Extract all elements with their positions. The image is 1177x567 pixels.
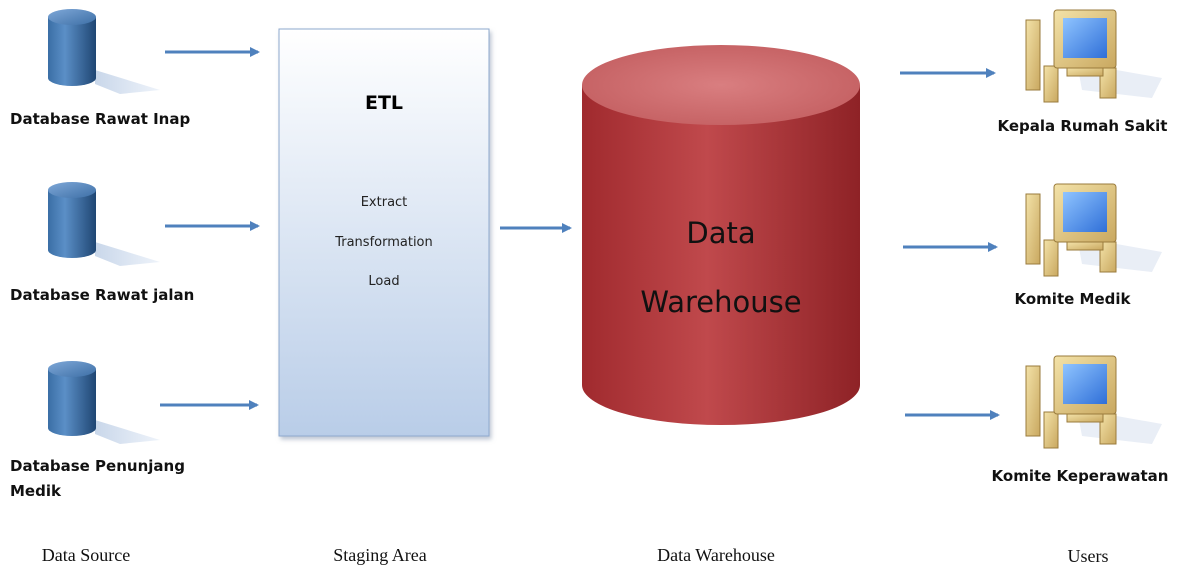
etl-step: Extract [360,195,408,210]
warehouse-label: Data [686,216,756,250]
source-label: Database Rawat jalan [10,286,195,304]
user-label: Kepala Rumah Sakit [997,117,1168,135]
computer-icon [1025,183,1162,277]
computer-icon [1025,9,1162,103]
etl-step: Transformation [335,235,433,250]
etl-title: ETL [364,92,404,114]
source-label: Medik [10,482,61,500]
source-database-icon [48,9,160,94]
user-label: Komite Medik [1014,290,1131,308]
etl-step: Load [368,274,400,289]
source-database-icon [48,361,160,444]
source-label: Database Rawat Inap [10,110,191,128]
user-label: Komite Keperawatan [991,467,1169,485]
caption-users: Users [1067,546,1109,566]
computer-icon [1025,355,1162,449]
source-database-icon [48,182,160,266]
caption-data-source: Data Source [41,545,131,565]
warehouse-label: Warehouse [640,285,802,319]
caption-staging-area: Staging Area [333,545,427,565]
staging-area-box [278,28,490,437]
source-label: Database Penunjang [10,457,185,475]
warehouse-cylinder-icon [582,45,860,425]
caption-data-warehouse: Data Warehouse [657,545,775,565]
